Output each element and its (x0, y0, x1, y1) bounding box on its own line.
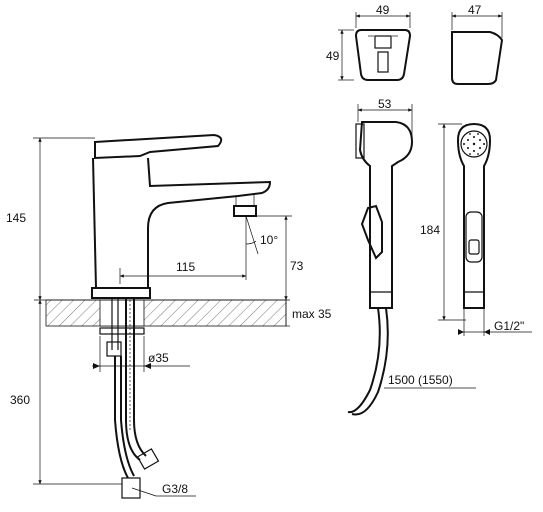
thread-size-label: G1/2" (494, 319, 524, 333)
counter-thickness-label: max 35 (292, 307, 332, 321)
mounting-hole (99, 299, 145, 327)
handshower-nozzle (355, 123, 365, 159)
holder-front-view: 49 49 (326, 3, 412, 81)
spout-height-label: 73 (290, 259, 304, 273)
holder-height-label: 49 (326, 49, 340, 63)
handshower-side-view: 53 1500 (1550) (347, 97, 476, 416)
spout-angle-label: 10° (260, 233, 278, 247)
faucet-drawing: 145 360 115 10° 73 max 35 ø35 G3/8 (6, 133, 332, 499)
handshower-front-view: 184 G1/2" (420, 122, 532, 336)
spray-holes-icon (463, 133, 485, 155)
faucet-aerator (233, 205, 257, 217)
holder-depth-label: 47 (468, 3, 482, 17)
faucet-height-label: 145 (6, 211, 26, 225)
hose-connector-left (121, 477, 141, 499)
faucet-base (91, 287, 151, 299)
connection-thread-label: G3/8 (162, 482, 188, 496)
faucet-handle (94, 133, 223, 160)
handshower-length-label: 184 (420, 223, 440, 237)
faucet-reach-label: 115 (176, 260, 195, 274)
handshower-width-label: 53 (378, 97, 392, 111)
holder-width-label: 49 (376, 3, 390, 17)
supply-hoses (114, 298, 160, 499)
hose-length-label-handshower: 1500 (1550) (388, 373, 453, 387)
mounting-plate (99, 327, 145, 335)
faucet-body (92, 157, 272, 289)
hole-diameter-label: ø35 (148, 351, 169, 365)
mounting-nut (106, 341, 122, 357)
trigger-slot (465, 211, 483, 263)
hose-connector-right (136, 448, 160, 470)
holder-side-view: 47 (451, 3, 504, 85)
countertop (45, 299, 287, 327)
spray-face (460, 130, 488, 158)
handshower-lever (360, 204, 383, 260)
hose-length-label: 360 (10, 393, 30, 407)
